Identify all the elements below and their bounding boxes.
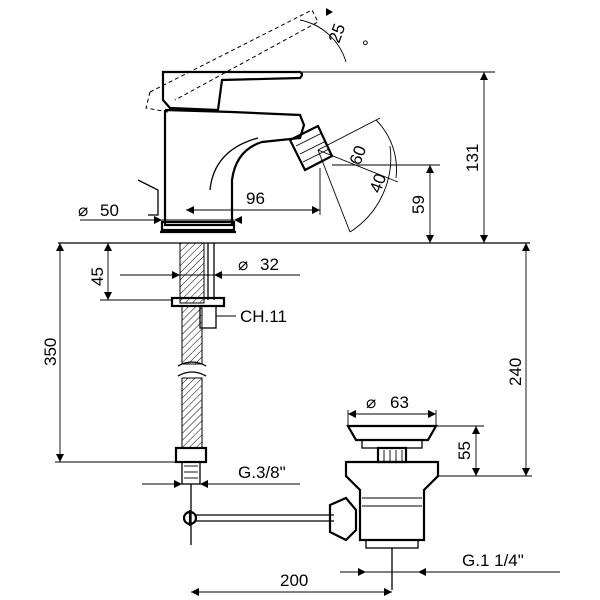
dim-hole-height: 45 bbox=[88, 267, 107, 286]
dim-height-total: 131 bbox=[463, 144, 482, 172]
shank-and-hose bbox=[170, 242, 226, 545]
dim-hose-thread: G.3/8" bbox=[238, 463, 286, 482]
dim-spout-reach: 96 bbox=[246, 189, 265, 208]
dim-waste-offset: 200 bbox=[280, 571, 308, 590]
dim-hole-diameter-symbol: ⌀ bbox=[238, 255, 248, 274]
dim-plug-diameter-symbol: ⌀ bbox=[366, 393, 376, 412]
dim-plug-diameter: 63 bbox=[390, 393, 409, 412]
aerator-nozzle bbox=[288, 124, 334, 172]
dim-length-hose: 350 bbox=[41, 338, 60, 366]
dim-base-diameter-symbol: ⌀ bbox=[78, 201, 88, 220]
waste-assembly bbox=[344, 424, 440, 590]
dim-hole-diameter: 32 bbox=[260, 255, 279, 274]
dim-plug-height: 55 bbox=[455, 441, 474, 460]
dimension-labels: 25 ° 131 60 40 59 ⌀ 50 96 45 ⌀ 32 CH.11 … bbox=[41, 21, 525, 590]
dim-nut-size: CH.11 bbox=[240, 307, 287, 326]
faucet-body bbox=[137, 9, 334, 234]
popup-linkage bbox=[182, 496, 358, 542]
dim-lever-angle-unit: ° bbox=[362, 37, 369, 56]
dim-spray-angle-b: 40 bbox=[366, 171, 390, 195]
dimension-lines bbox=[55, 8, 560, 596]
dim-waste-thread: G.1 1/4" bbox=[462, 551, 524, 570]
dim-waste-depth: 240 bbox=[506, 358, 525, 386]
dim-spray-angle-a: 60 bbox=[346, 143, 370, 167]
dim-spout-height: 59 bbox=[409, 195, 428, 214]
dim-base-diameter: 50 bbox=[100, 201, 119, 220]
dim-lever-angle: 25 bbox=[325, 21, 349, 45]
